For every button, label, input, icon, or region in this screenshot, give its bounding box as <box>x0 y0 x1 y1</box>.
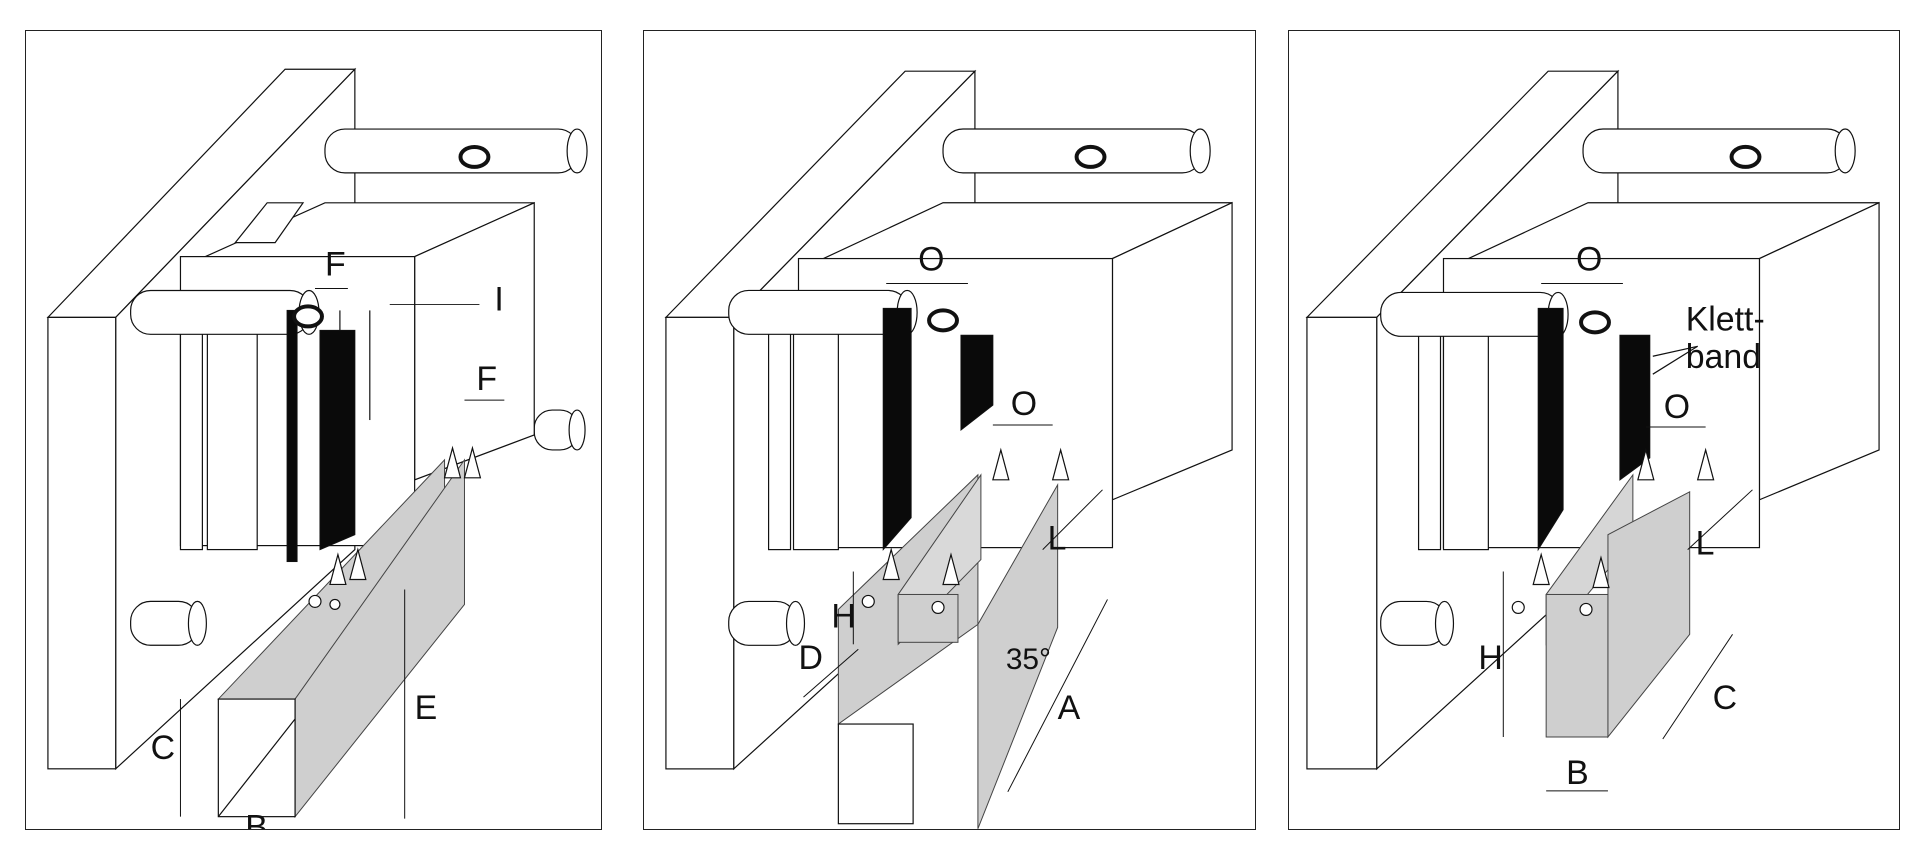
dim-label-f-top: F <box>325 246 346 284</box>
dimension-lines <box>179 287 505 819</box>
tool-plates <box>179 309 371 551</box>
tool-plates <box>1417 309 1489 551</box>
dim-label-o-side: O <box>1664 388 1690 426</box>
dim-label-d: D <box>798 639 822 677</box>
clamps <box>308 445 482 610</box>
dim-label-l: L <box>1048 520 1067 558</box>
dim-label-angle: 35° <box>1006 643 1051 676</box>
diagram-panel-2: O O L H D 35° A <box>643 30 1256 830</box>
diagram-panel-1: F I F E C B <box>25 30 602 830</box>
dim-label-i: I <box>494 280 503 318</box>
box-product <box>1545 473 1691 739</box>
tie-bar-right <box>533 409 586 451</box>
clamps <box>861 447 1070 614</box>
tie-bar-bottom <box>130 600 207 646</box>
diagram-panel-3: O Klett- band O L H C B <box>1288 30 1900 830</box>
dim-label-h: H <box>1478 639 1502 677</box>
moving-platen <box>797 201 1233 549</box>
dim-label-o-top: O <box>1576 241 1602 279</box>
clamps <box>1511 447 1715 616</box>
band-strips <box>882 144 1107 551</box>
dim-label-f-side: F <box>476 360 497 398</box>
dim-label-b: B <box>1566 754 1589 792</box>
hook-and-loop-bands <box>1537 144 1762 552</box>
tie-bar-top <box>324 128 588 174</box>
dim-label-o-top: O <box>918 241 944 279</box>
dim-label-l: L <box>1696 525 1715 563</box>
mould-drawing-2: O O L H D 35° A <box>664 69 1233 829</box>
label-klett-line2: band <box>1686 338 1761 376</box>
dimension-lines <box>1502 282 1753 792</box>
dim-label-o-side: O <box>1011 385 1037 423</box>
mould-drawing-1: F I F E C B <box>46 67 588 829</box>
dim-label-h: H <box>831 597 855 635</box>
label-klett-line1: Klett- <box>1686 300 1765 338</box>
tie-bar-bottom <box>1380 600 1455 646</box>
mould-drawing-3: O Klett- band O L H C B <box>1305 69 1880 792</box>
dim-label-c: C <box>151 729 175 767</box>
tool-plates <box>767 309 839 551</box>
moving-platen <box>1442 201 1880 549</box>
tie-bar-top <box>1582 128 1856 174</box>
dim-label-c: C <box>1713 679 1737 717</box>
tie-bar-bottom <box>728 600 806 646</box>
tie-bar-top <box>942 128 1211 174</box>
dimension-lines <box>803 282 1108 793</box>
dim-label-b: B <box>245 809 268 829</box>
angled-product <box>837 473 1059 829</box>
dim-label-e: E <box>415 689 438 727</box>
dim-label-a: A <box>1058 689 1081 727</box>
band-strips <box>286 144 491 563</box>
